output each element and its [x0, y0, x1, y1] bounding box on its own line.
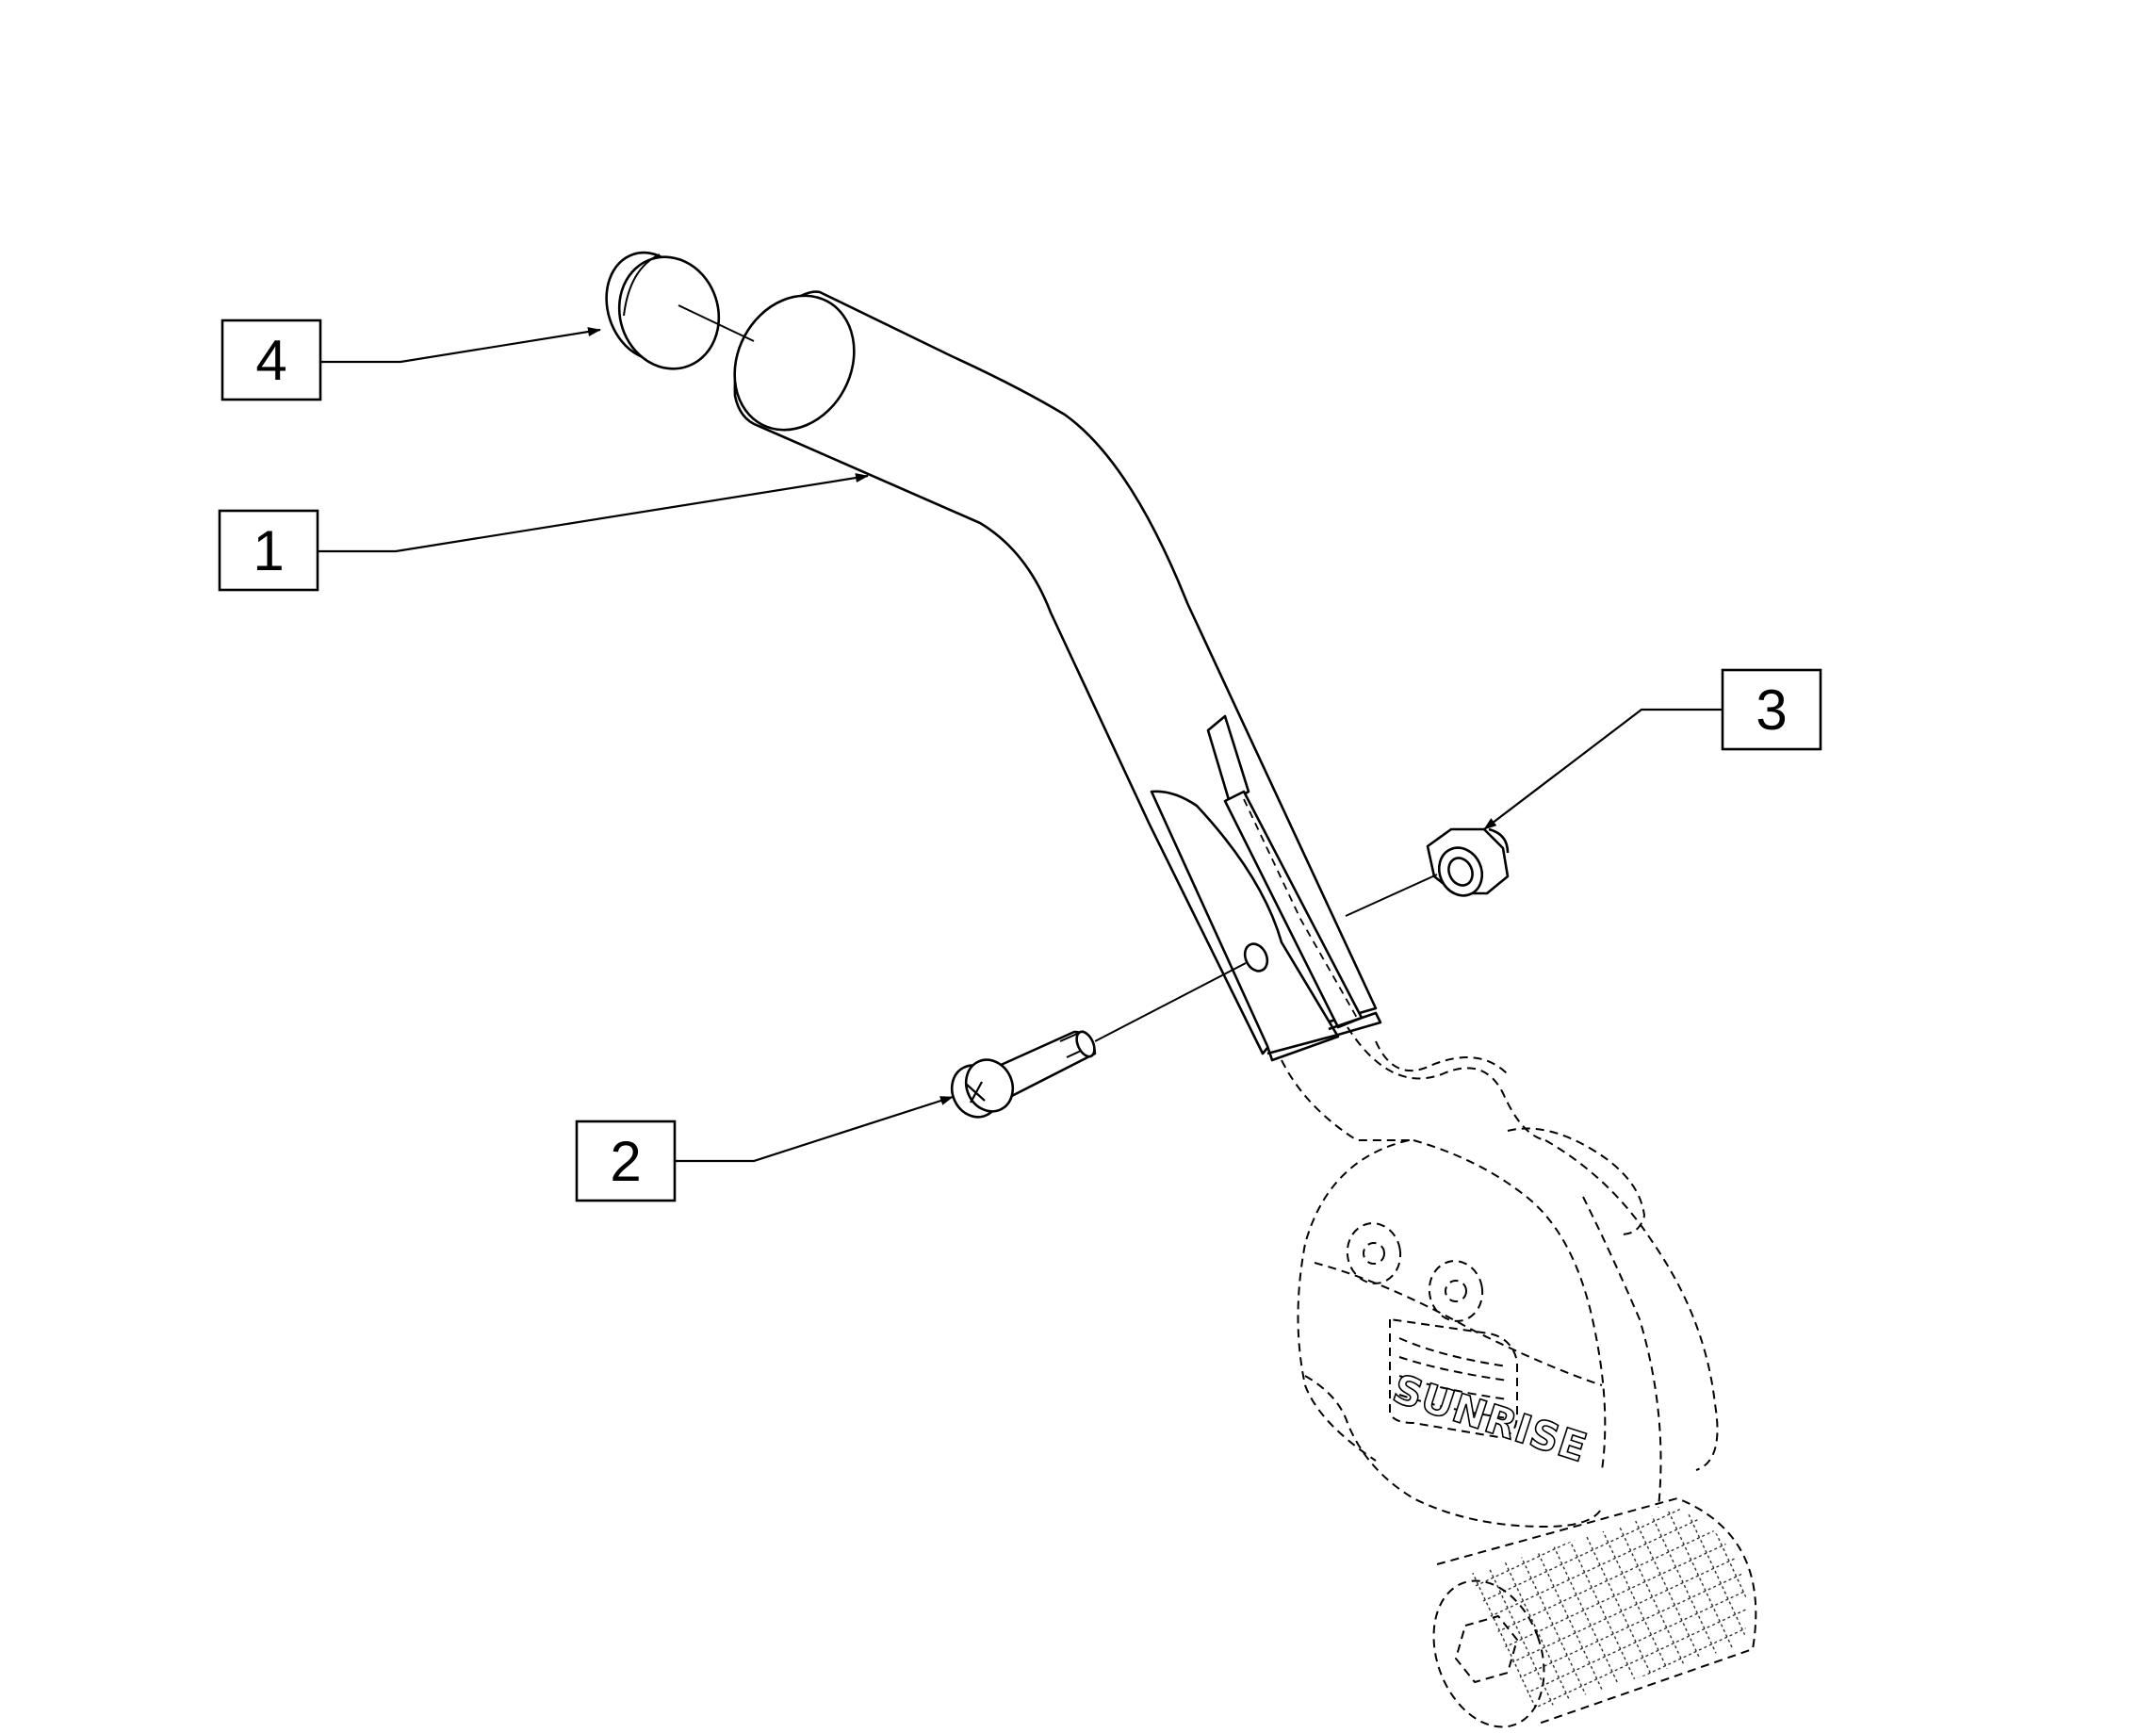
callout-leaders [318, 327, 1723, 1163]
callout-label-1: 1 [253, 519, 284, 582]
leader-1 [318, 473, 869, 553]
leader-2 [675, 1095, 954, 1163]
callout-1: 1 [218, 509, 319, 592]
cap-centerline [678, 304, 755, 342]
screw-centerline [1094, 962, 1247, 1042]
tube-clamp-slot [1150, 714, 1382, 1062]
nut-centerline [1345, 874, 1438, 917]
brake-logo-text: SUNRISE [1387, 1365, 1592, 1472]
brake-assembly-phantom [1281, 1026, 1757, 1728]
callout-3: 3 [1721, 668, 1822, 751]
callout-label-2: 2 [610, 1130, 641, 1193]
end-cap [605, 251, 721, 370]
nut [1426, 827, 1510, 897]
callout-4: 4 [220, 319, 322, 401]
screw [950, 1030, 1097, 1119]
callout-label-4: 4 [255, 329, 286, 392]
leader-3 [1483, 708, 1723, 830]
callout-label-3: 3 [1756, 678, 1787, 742]
callout-2: 2 [575, 1120, 677, 1202]
roller-knurling [1470, 1508, 1747, 1710]
leader-4 [320, 327, 601, 364]
